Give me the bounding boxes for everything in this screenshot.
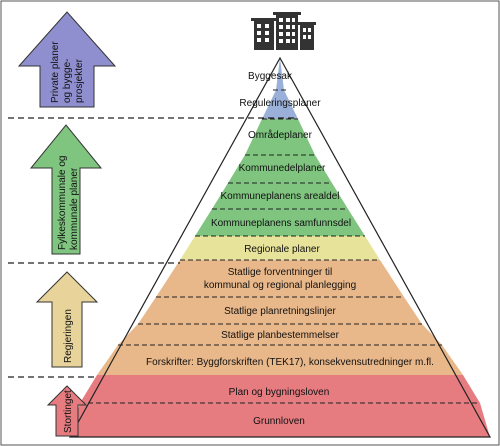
layer-reguleringsplaner xyxy=(262,90,298,119)
layer-kommuneplanens-arealdel xyxy=(212,183,348,209)
layer-plan-og-bygningsloven xyxy=(80,375,480,403)
label-forskrifter: Forskrifter: Byggforskriften (TEK17), ko… xyxy=(146,357,434,368)
label-grunnloven: Grunnloven xyxy=(253,416,305,427)
arrow-fylkeskommunale: Fylkeskommunale og kommunale planer xyxy=(29,124,103,255)
label-statlige-forventninger-line1: Statlige forventninger til xyxy=(228,267,333,278)
layer-statlige-planbestemmelser xyxy=(118,324,442,345)
pyramid-outline xyxy=(68,56,492,438)
arrow-private-planer: Private planer og bygge- prosjekter xyxy=(17,11,117,108)
layer-kommunedelplaner xyxy=(228,155,332,183)
label-reguleringsplaner: Reguleringsplaner xyxy=(239,98,321,109)
layer-kommuneplanens-samfunnsdel xyxy=(195,209,365,236)
label-kommuneplanens-arealdel: Kommuneplanens arealdel xyxy=(221,191,340,202)
arrow-stortinget-label: Stortinget xyxy=(63,390,74,433)
arrow-private-line3: prosjekter xyxy=(74,58,85,103)
group-separators xyxy=(8,117,298,378)
label-statlige-forventninger-line2: kommunal og regional planlegging xyxy=(204,280,356,291)
layer-statlige-forventninger xyxy=(156,260,404,297)
layer-omradeplaner xyxy=(245,119,315,155)
arrow-stortinget: Stortinget xyxy=(46,385,88,437)
label-kommunedelplaner: Kommunedelplaner xyxy=(239,163,326,174)
label-kommuneplanens-samfunnsdel: Kommuneplanens samfunnsdel xyxy=(211,218,351,229)
layer-forskrifter xyxy=(97,345,463,375)
label-statlige-planbestemmelser: Statlige planbestemmelser xyxy=(221,330,340,341)
layer-statlige-planretningslinjer xyxy=(138,297,422,324)
arrow-private-line1: Private planer xyxy=(50,41,61,103)
arrow-fylke-line1: Fylkeskommunale og xyxy=(57,156,68,250)
label-plan-og-bygningsloven: Plan og bygningsloven xyxy=(229,387,330,398)
label-byggesak: Byggesak xyxy=(248,71,293,82)
layer-separators xyxy=(80,89,480,404)
arrow-regjeringen: Regjeringen xyxy=(35,271,99,368)
arrow-private-line2: og bygge- xyxy=(62,59,73,103)
layer-regionale-planer xyxy=(180,236,380,260)
label-omradeplaner: Områdeplaner xyxy=(248,129,313,141)
arrow-fylke-line2: kommunale planer xyxy=(69,167,80,250)
label-regionale-planer: Regionale planer xyxy=(244,244,320,255)
buildings-icon xyxy=(251,12,316,50)
label-statlige-planretningslinjer: Statlige planretningslinjer xyxy=(224,306,336,317)
arrow-regjeringen-label: Regjeringen xyxy=(63,309,74,363)
layer-byggesak xyxy=(276,58,284,90)
layer-grunnloven xyxy=(70,403,490,437)
